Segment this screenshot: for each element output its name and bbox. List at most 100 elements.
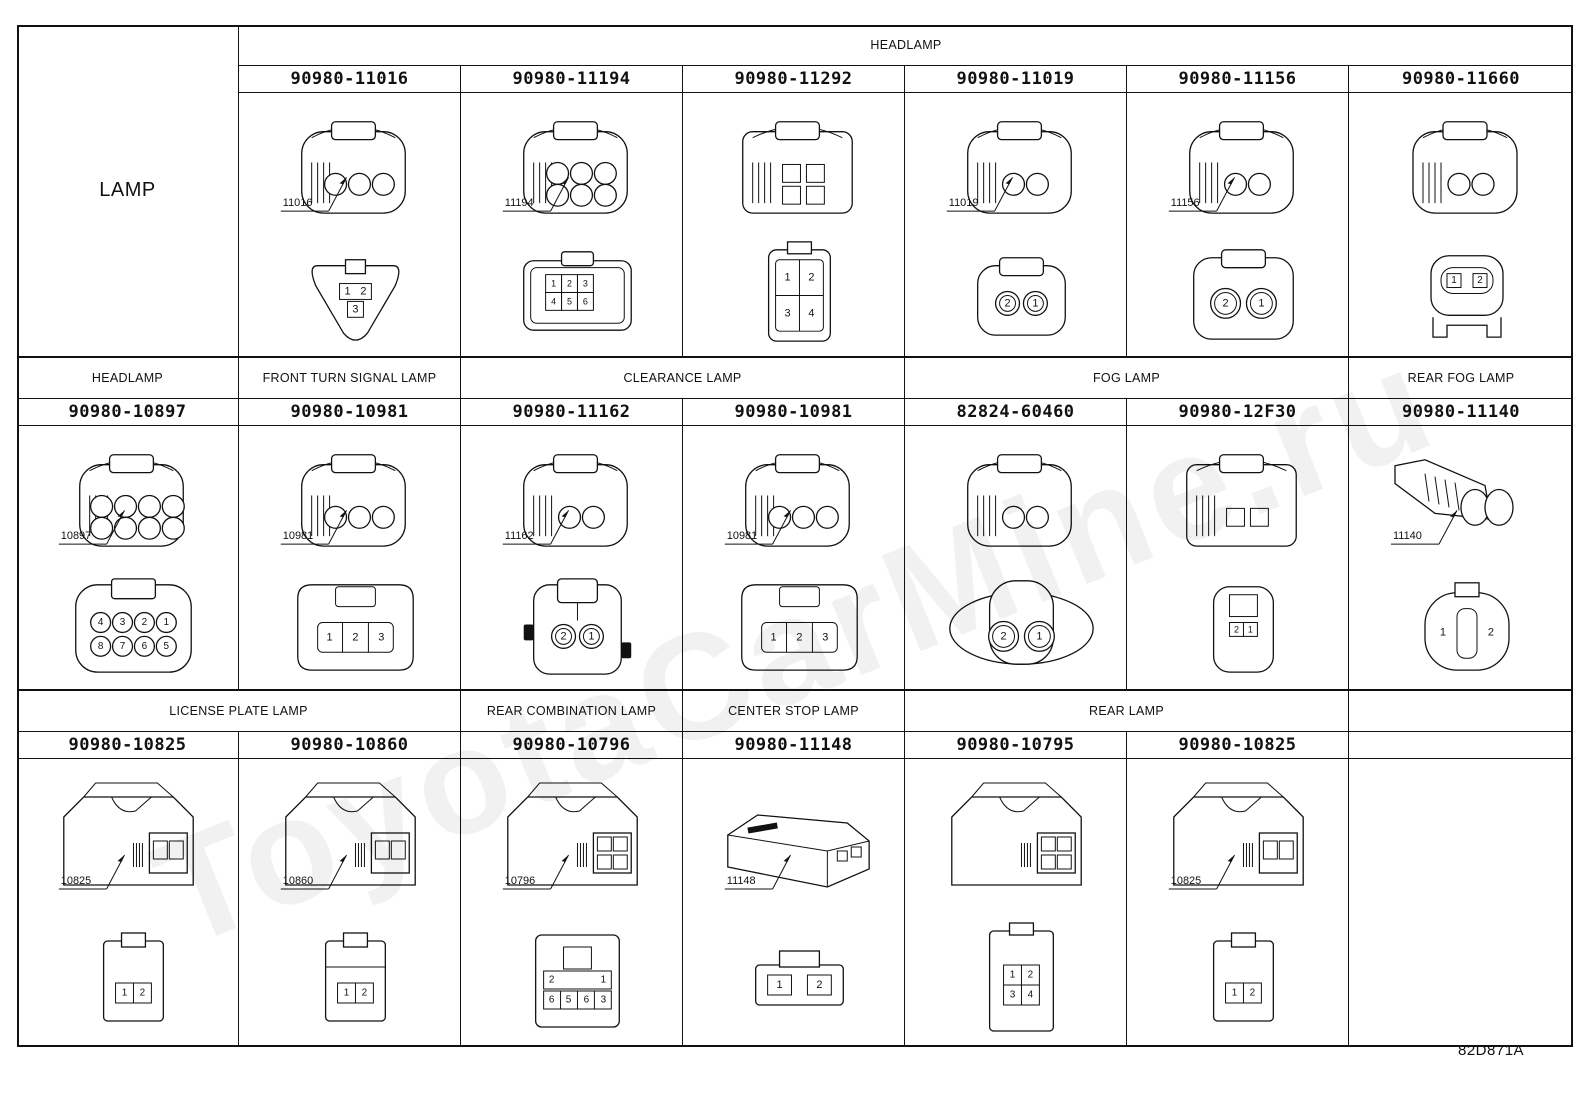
pin-label: 1 [1036, 630, 1042, 642]
part-number: 90980-11148 [683, 732, 905, 759]
group-label: CLEARANCE LAMP [623, 371, 742, 385]
part-number: 90980-10796 [461, 732, 683, 759]
pin-label: 2 [1028, 969, 1034, 980]
part-number-text: 90980-11016 [290, 69, 409, 89]
callout-leader [58, 510, 125, 545]
connector-body-drawing [523, 121, 628, 214]
part-number: 90980-11156 [1127, 66, 1349, 93]
callout-leader [280, 854, 347, 890]
connector-face-drawing [1193, 249, 1294, 340]
connector-body-drawing [507, 782, 638, 886]
callout-leader [280, 177, 347, 212]
callout-number: 10796 [505, 875, 535, 887]
callout-leader [502, 854, 569, 890]
pin-label: 3 [784, 307, 790, 319]
part-number-text: 82824-60460 [956, 402, 1075, 422]
connector-body-drawing [301, 454, 406, 547]
pin-label: 1 [588, 630, 594, 642]
connector-body-drawing [1412, 121, 1518, 214]
callout-leader [1168, 854, 1235, 890]
group-header [1349, 691, 1573, 732]
pin-label: 2 [816, 979, 822, 991]
connector-face-drawing [1424, 582, 1510, 671]
callout-number: 11162 [505, 530, 534, 542]
part-number-text: 90980-10981 [290, 402, 409, 422]
pin-label: 2 [1004, 297, 1010, 309]
part-number: 90980-10825 [17, 732, 239, 759]
connector-face-drawing [1212, 586, 1274, 673]
callout-number: 10981 [727, 530, 757, 542]
callout-number: 10897 [61, 530, 91, 542]
callout-number: 10825 [61, 875, 91, 887]
connector-face-drawing [523, 251, 632, 331]
pin-label: 1 [1032, 297, 1038, 309]
part-number-text: 90980-11162 [512, 402, 631, 422]
pin-label: 6 [583, 296, 588, 306]
connector-body-drawing [742, 121, 853, 214]
pin-label: 8 [98, 641, 104, 652]
pin-label: 1 [344, 285, 350, 297]
pin-label: 6 [549, 994, 555, 1005]
callout-number: 10825 [1171, 875, 1201, 887]
group-header: CLEARANCE LAMP [461, 358, 905, 399]
part-number-text: 90980-10825 [68, 735, 187, 755]
part-number: 90980-12F30 [1127, 399, 1349, 426]
pin-label: 2 [1223, 297, 1229, 309]
callout-number: 11148 [727, 875, 756, 887]
connector-body-drawing [285, 782, 416, 886]
part-number: 90980-11660 [1349, 66, 1573, 93]
part-number: 90980-10981 [239, 399, 461, 426]
part-number: 90980-10860 [239, 732, 461, 759]
connector-face-drawing [311, 259, 400, 341]
callout-leader [502, 177, 569, 212]
connector-face-drawing [523, 578, 632, 675]
pin-label: 3 [1010, 989, 1016, 1000]
connector-body-drawing [1189, 121, 1294, 214]
part-number-text: 90980-10981 [734, 402, 853, 422]
pin-label: 2 [1250, 987, 1256, 998]
callout-leader [502, 510, 569, 545]
callout-leader [280, 510, 347, 545]
pin-label: 1 [601, 974, 607, 985]
pin-label: 2 [360, 285, 366, 297]
callout-leader [1391, 510, 1458, 545]
group-label: LICENSE PLATE LAMP [169, 704, 308, 718]
pin-label: 1 [784, 272, 790, 284]
pin-label: 2 [549, 974, 555, 985]
connector-face-drawing [297, 584, 414, 671]
callout-number: 10860 [283, 875, 313, 887]
pin-label: 2 [808, 272, 814, 284]
connector-face-drawing [1430, 255, 1504, 338]
pin-label: 2 [142, 617, 148, 628]
pin-label: 3 [352, 303, 358, 315]
part-number-text: 90980-11148 [734, 735, 853, 755]
connector-body-drawing [523, 454, 628, 547]
connector-face-drawing [535, 934, 620, 1028]
group-header: REAR FOG LAMP [1349, 358, 1573, 399]
group-header: LICENSE PLATE LAMP [17, 691, 461, 732]
pin-label: 3 [583, 279, 588, 289]
group-header: REAR COMBINATION LAMP [461, 691, 683, 732]
pin-label: 1 [1451, 275, 1457, 286]
group-header: REAR LAMP [905, 691, 1349, 732]
part-number: 90980-11140 [1349, 399, 1573, 426]
